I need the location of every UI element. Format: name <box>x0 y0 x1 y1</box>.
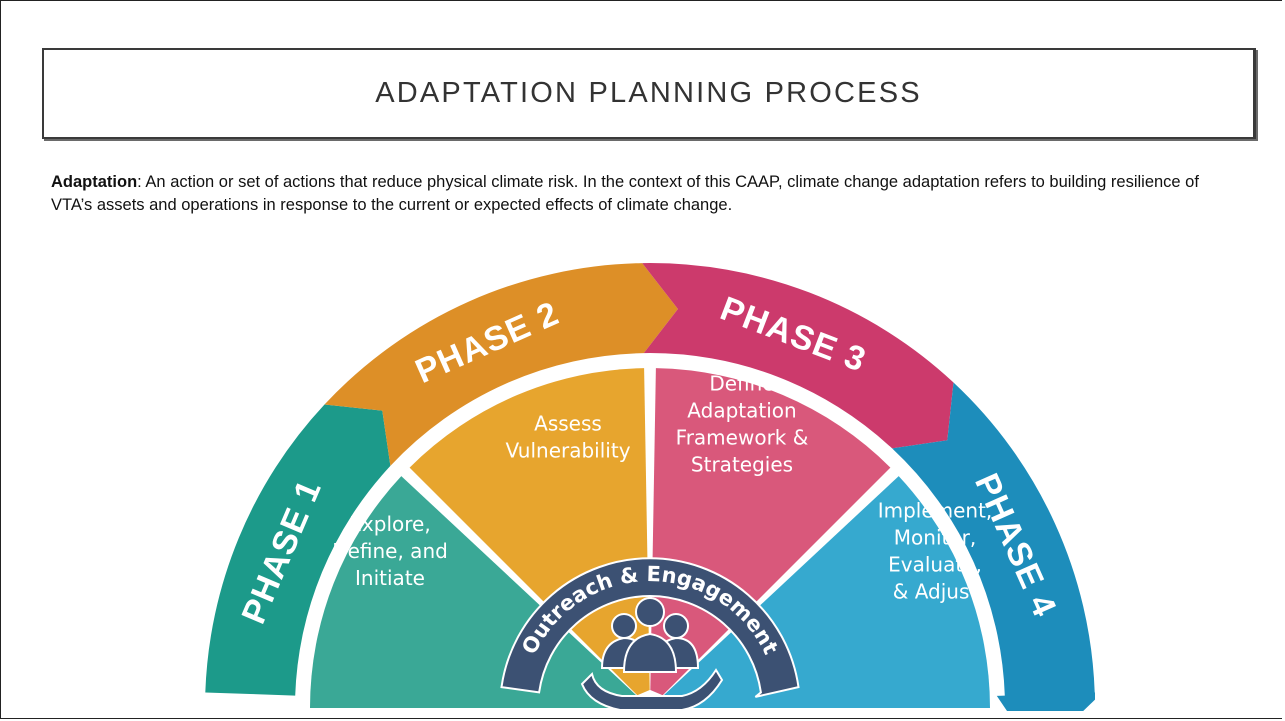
phase-2-text-line: Vulnerability <box>505 439 630 463</box>
definition-paragraph: Adaptation: An action or set of actions … <box>51 171 1231 217</box>
phase-4-text-line: Monitor, <box>894 526 976 550</box>
phase-3-text-line: Strategies <box>691 453 793 477</box>
phase-1-text-line: Define, and <box>332 539 448 563</box>
phase-2-text-line: Assess <box>534 412 602 436</box>
phase-4-text-line: Evaluate, <box>888 553 982 577</box>
phase-2-band <box>324 263 678 466</box>
definition-term: Adaptation <box>51 173 138 191</box>
phase-1-text-line: Explore, <box>349 512 430 536</box>
phase-4-band <box>892 382 1095 711</box>
people-in-hand-icon <box>580 597 724 711</box>
title-box: ADAPTATION PLANNING PROCESS <box>42 48 1256 139</box>
phase-3-text-line: Define <box>709 372 774 396</box>
phase-1-band <box>205 404 391 696</box>
phase-4-text-line: & Adjust <box>893 580 978 604</box>
outreach-band <box>500 557 800 698</box>
phase-1-text-line: Initiate <box>355 566 425 590</box>
phase-3-band <box>642 263 954 449</box>
phase-3-text-line: Framework & <box>676 426 809 450</box>
definition-text: : An action or set of actions that reduc… <box>51 173 1199 214</box>
phase-3-text-line: Adaptation <box>687 399 796 423</box>
slide-title: ADAPTATION PLANNING PROCESS <box>375 77 922 109</box>
phase-4-text-line: Implement, <box>878 499 993 523</box>
